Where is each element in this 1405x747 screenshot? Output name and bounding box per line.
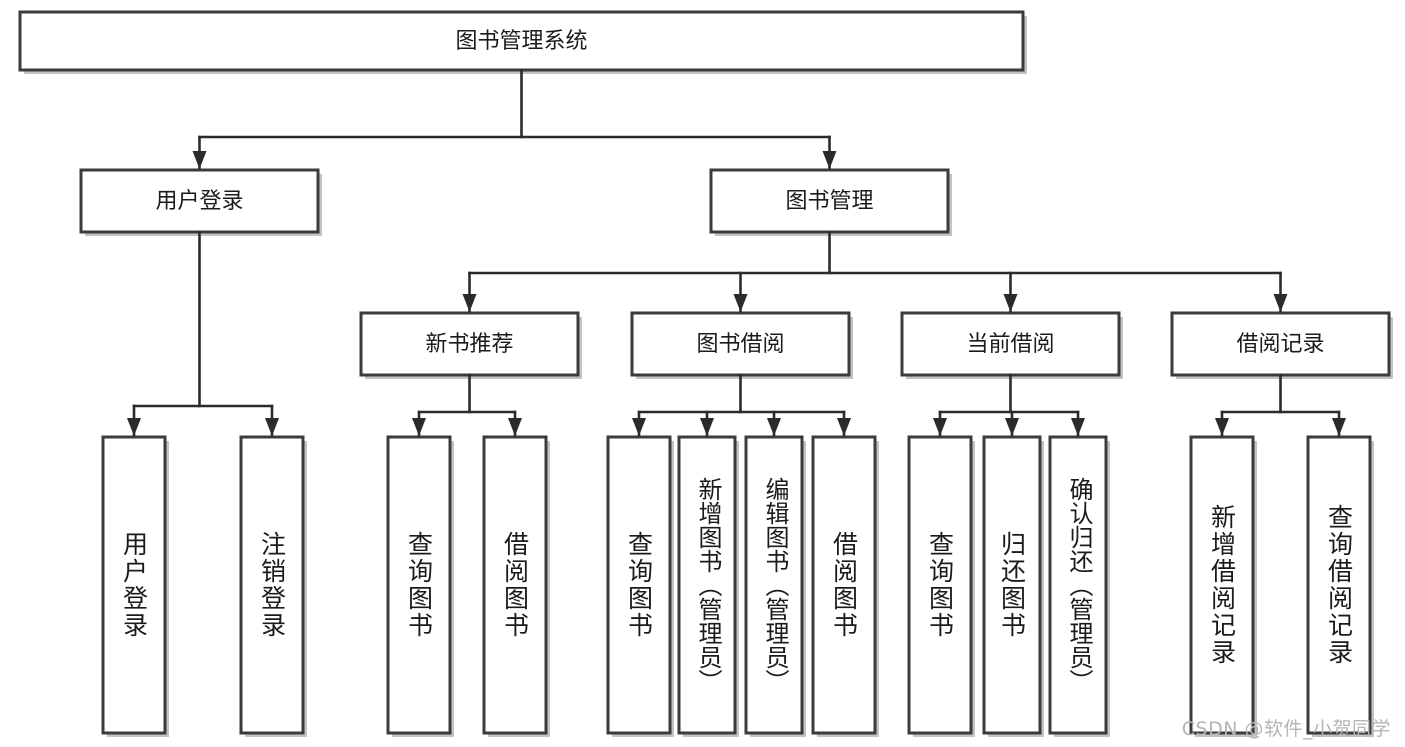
arrow-head-icon: [767, 418, 781, 436]
level2-node-1[interactable]: 图书管理: [709, 168, 952, 236]
leaf-node-8[interactable]: [907, 435, 975, 737]
leaf-node-6[interactable]: [744, 435, 806, 737]
level3-node-0[interactable]: 新书推荐: [359, 311, 582, 379]
arrow-head-icon: [127, 418, 141, 436]
level3-node-label-3: 借阅记录: [1236, 332, 1324, 357]
level3-node-1[interactable]: 图书借阅: [630, 311, 853, 379]
arrow-head-icon: [632, 418, 646, 436]
arrow-head-icon: [1071, 418, 1085, 436]
leaf-node-10[interactable]: [1048, 435, 1110, 737]
leaf-node-0[interactable]: [101, 435, 169, 737]
level2-node-0[interactable]: 用户登录: [79, 168, 322, 236]
leaf-node-7[interactable]: [811, 435, 879, 737]
root-node-label: 图书管理系统: [455, 29, 587, 54]
level3-node-label-0: 新书推荐: [425, 332, 513, 357]
leaf-node-1[interactable]: [239, 435, 307, 737]
arrow-head-icon: [733, 294, 748, 312]
leaf-node-9[interactable]: [982, 435, 1044, 737]
arrow-head-icon: [462, 294, 477, 312]
arrow-head-icon: [192, 151, 207, 169]
leaf-node-11[interactable]: [1189, 435, 1257, 737]
level3-node-label-2: 当前借阅: [966, 332, 1054, 357]
leaf-node-12[interactable]: [1306, 435, 1374, 737]
arrow-head-icon: [837, 418, 851, 436]
arrow-head-icon: [508, 418, 522, 436]
level3-node-2[interactable]: 当前借阅: [900, 311, 1123, 379]
leaf-node-3[interactable]: [482, 435, 550, 737]
level3-node-3[interactable]: 借阅记录: [1170, 311, 1393, 379]
level2-node-label-0: 用户登录: [155, 189, 243, 214]
arrow-head-icon: [700, 418, 714, 436]
level3-node-label-1: 图书借阅: [696, 332, 784, 357]
arrow-head-icon: [412, 418, 426, 436]
arrow-head-icon: [265, 418, 279, 436]
arrow-head-icon: [1215, 418, 1229, 436]
arrow-head-icon: [1332, 418, 1346, 436]
arrow-head-icon: [1273, 294, 1288, 312]
arrow-head-icon: [933, 418, 947, 436]
watermark-text: CSDN @软件_小贺同学: [1181, 718, 1391, 740]
root-node-图书管理系统[interactable]: 图书管理系统: [18, 10, 1027, 74]
arrow-head-icon: [822, 151, 837, 169]
leaf-node-4[interactable]: [606, 435, 674, 737]
level2-node-label-1: 图书管理: [785, 189, 873, 214]
arrow-head-icon: [1003, 294, 1018, 312]
leaf-node-2[interactable]: [386, 435, 454, 737]
arrow-head-icon: [1005, 418, 1019, 436]
leaf-node-5[interactable]: [677, 435, 739, 737]
